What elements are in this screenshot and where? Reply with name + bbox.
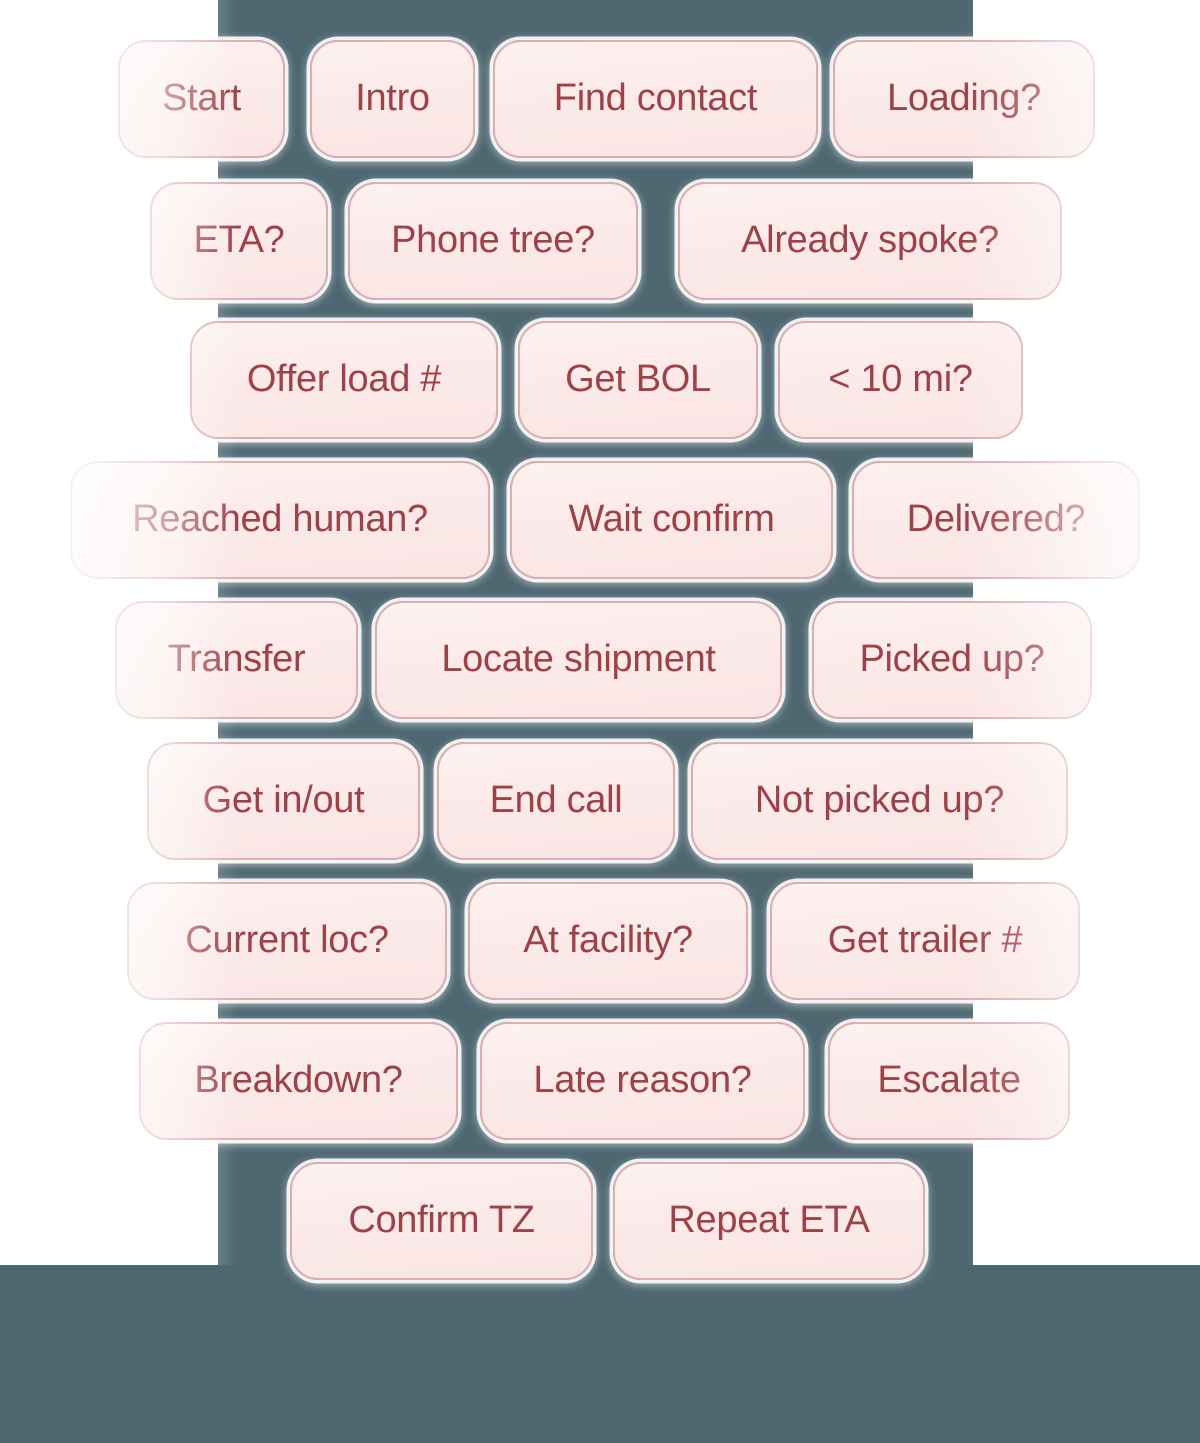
flow-node-label: Find contact — [553, 76, 758, 119]
flow-node-label: Current loc? — [185, 918, 389, 961]
flow-node-label: Locate shipment — [441, 637, 716, 680]
flow-node[interactable]: Get in/out — [147, 742, 420, 860]
flow-node-label: Confirm TZ — [348, 1198, 535, 1241]
flow-node[interactable]: Repeat ETA — [613, 1162, 925, 1280]
flow-node[interactable]: Late reason? — [480, 1022, 805, 1140]
flow-node-label: Breakdown? — [194, 1058, 403, 1101]
flow-node-label: Get trailer # — [827, 918, 1023, 961]
flow-node[interactable]: Reached human? — [70, 461, 490, 579]
flow-node[interactable]: Delivered? — [852, 461, 1140, 579]
flow-node-label: Get BOL — [565, 357, 711, 400]
flow-node[interactable]: Locate shipment — [375, 601, 782, 719]
flow-node[interactable]: Get BOL — [518, 321, 758, 439]
flow-node[interactable]: End call — [437, 742, 675, 860]
flow-node-label: Start — [162, 76, 241, 119]
dark-viewport-band-bottom — [0, 1265, 1200, 1443]
flow-node-label: Transfer — [167, 637, 306, 680]
flow-node-label: Offer load # — [246, 357, 442, 400]
flow-node-label: Wait confirm — [568, 497, 775, 540]
flow-node-label: < 10 mi? — [828, 357, 973, 400]
flow-node[interactable]: Get trailer # — [770, 882, 1080, 1000]
flow-node[interactable]: Already spoke? — [678, 182, 1062, 300]
flow-node-label: Escalate — [877, 1058, 1021, 1101]
flow-node[interactable]: Not picked up? — [691, 742, 1068, 860]
flow-node[interactable]: Picked up? — [812, 601, 1092, 719]
flow-node[interactable]: Current loc? — [127, 882, 447, 1000]
flow-node[interactable]: Intro — [310, 40, 475, 158]
flow-node-label: Intro — [355, 76, 430, 119]
flow-node-label: Reached human? — [132, 497, 428, 540]
flow-node[interactable]: Breakdown? — [139, 1022, 458, 1140]
flow-node-label: Loading? — [887, 76, 1041, 119]
flow-node[interactable]: At facility? — [468, 882, 748, 1000]
flow-node[interactable]: Transfer — [115, 601, 358, 719]
flow-node[interactable]: < 10 mi? — [778, 321, 1023, 439]
flow-node-label: Get in/out — [202, 778, 365, 821]
flow-node-label: At facility? — [523, 918, 693, 961]
flow-node[interactable]: ETA? — [150, 182, 328, 300]
flow-node-label: Picked up? — [859, 637, 1045, 680]
flow-node-label: ETA? — [193, 218, 285, 261]
flow-node[interactable]: Start — [118, 40, 285, 158]
flow-node[interactable]: Offer load # — [190, 321, 498, 439]
flow-node-label: Late reason? — [533, 1058, 752, 1101]
flow-node-label: Delivered? — [906, 497, 1086, 540]
flow-node-label: Phone tree? — [391, 218, 595, 261]
flow-node-label: End call — [489, 778, 623, 821]
flow-node[interactable]: Wait confirm — [510, 461, 833, 579]
flow-node-label: Not picked up? — [754, 778, 1005, 821]
flow-node-label: Repeat ETA — [668, 1198, 870, 1241]
flow-node[interactable]: Confirm TZ — [290, 1162, 593, 1280]
flow-node-label: Already spoke? — [741, 218, 999, 261]
flow-node[interactable]: Escalate — [828, 1022, 1070, 1140]
flow-node[interactable]: Loading? — [833, 40, 1095, 158]
flow-node[interactable]: Find contact — [493, 40, 818, 158]
flow-node[interactable]: Phone tree? — [348, 182, 638, 300]
